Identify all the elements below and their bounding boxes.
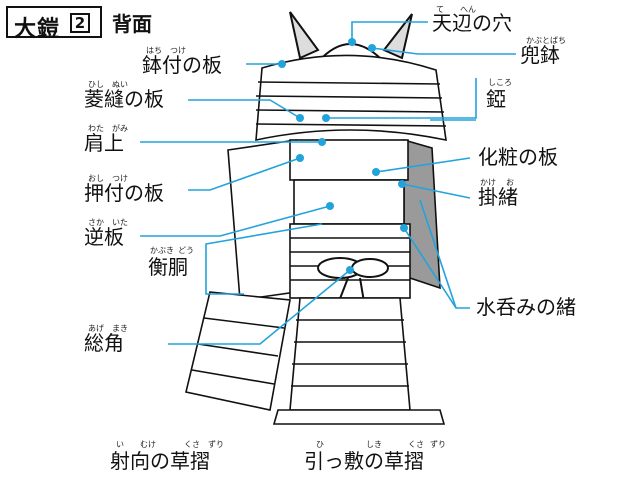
label-kabukido: 衡胴 <box>148 255 188 279</box>
label-shikoro: 錏 <box>486 87 506 111</box>
ruby-hishinui-2: ぬい <box>112 80 128 89</box>
ruby-watagami-1: わた <box>88 124 104 133</box>
ruby-hikishiki-2: しき <box>366 440 382 449</box>
ruby-sakaita-2: いた <box>112 218 128 227</box>
title-number: 2 <box>70 13 90 33</box>
ruby-kabukido-2: どう <box>178 246 194 255</box>
label-kesho: 化粧の板 <box>478 145 558 169</box>
leader-lines <box>140 21 516 345</box>
label-kabutobachi: 兜鉢 <box>520 43 560 67</box>
label-kake: 掛緒 <box>478 185 518 209</box>
label-imuke: 射向の草摺 <box>110 449 210 473</box>
label-oshitsuke: 押付の板 <box>84 181 164 205</box>
label-sakaita: 逆板 <box>84 225 124 249</box>
ruby-hishinui-1: ひし <box>88 80 104 89</box>
title-box: 大鎧 2 <box>6 6 102 42</box>
ruby-hikishiki-1: ひ <box>316 440 324 449</box>
label-watagami: 肩上 <box>84 131 124 155</box>
ruby-kabukido-1: かぶき <box>150 246 174 255</box>
leader-dots <box>278 38 408 274</box>
ruby-kake-2: お <box>506 178 514 187</box>
ruby-watagami-2: がみ <box>112 124 128 133</box>
ruby-shikoro: しころ <box>488 78 512 87</box>
ruby-sakaita-1: さか <box>88 218 104 227</box>
ruby-oshitsuke-1: おし <box>88 174 104 183</box>
helmet <box>289 11 413 63</box>
ruby-kabutobachi: かぶとばち <box>526 36 566 45</box>
label-tenpen: 天辺の穴 <box>432 11 512 35</box>
title-subtitle: 背面 <box>112 12 152 36</box>
ruby-hikishiki-4: ずり <box>430 440 446 449</box>
ruby-hachitsuke-1: はち <box>146 46 162 55</box>
label-agemaki: 総角 <box>84 331 124 355</box>
ruby-kake-1: かけ <box>480 178 496 187</box>
ruby-imuke-1: い <box>116 440 124 449</box>
label-hachitsuke: 鉢付の板 <box>142 53 222 77</box>
label-hishinui: 菱縫の板 <box>84 87 164 111</box>
ruby-hachitsuke-2: つけ <box>170 46 186 55</box>
imuke-skirt <box>185 291 291 411</box>
ruby-hikishiki-3: くさ <box>408 440 424 449</box>
ruby-oshitsuke-2: つけ <box>112 174 128 183</box>
ruby-agemaki-2: まき <box>112 324 128 333</box>
ruby-imuke-4: ずり <box>208 440 224 449</box>
hikishiki-skirt <box>272 297 446 425</box>
shikoro-rows <box>255 54 447 142</box>
label-mizunomi: 水呑みの緒 <box>476 295 576 319</box>
label-hikishiki: 引っ敷の草摺 <box>304 449 424 473</box>
shoulder-guards <box>227 138 441 301</box>
title-main: 大鎧 <box>14 17 61 42</box>
ruby-agemaki-1: あげ <box>88 324 104 333</box>
ruby-tenpen-2: へん <box>460 5 476 14</box>
ruby-tenpen-1: て <box>436 5 444 14</box>
ruby-imuke-3: くさ <box>184 440 200 449</box>
ruby-imuke-2: むけ <box>140 440 156 449</box>
